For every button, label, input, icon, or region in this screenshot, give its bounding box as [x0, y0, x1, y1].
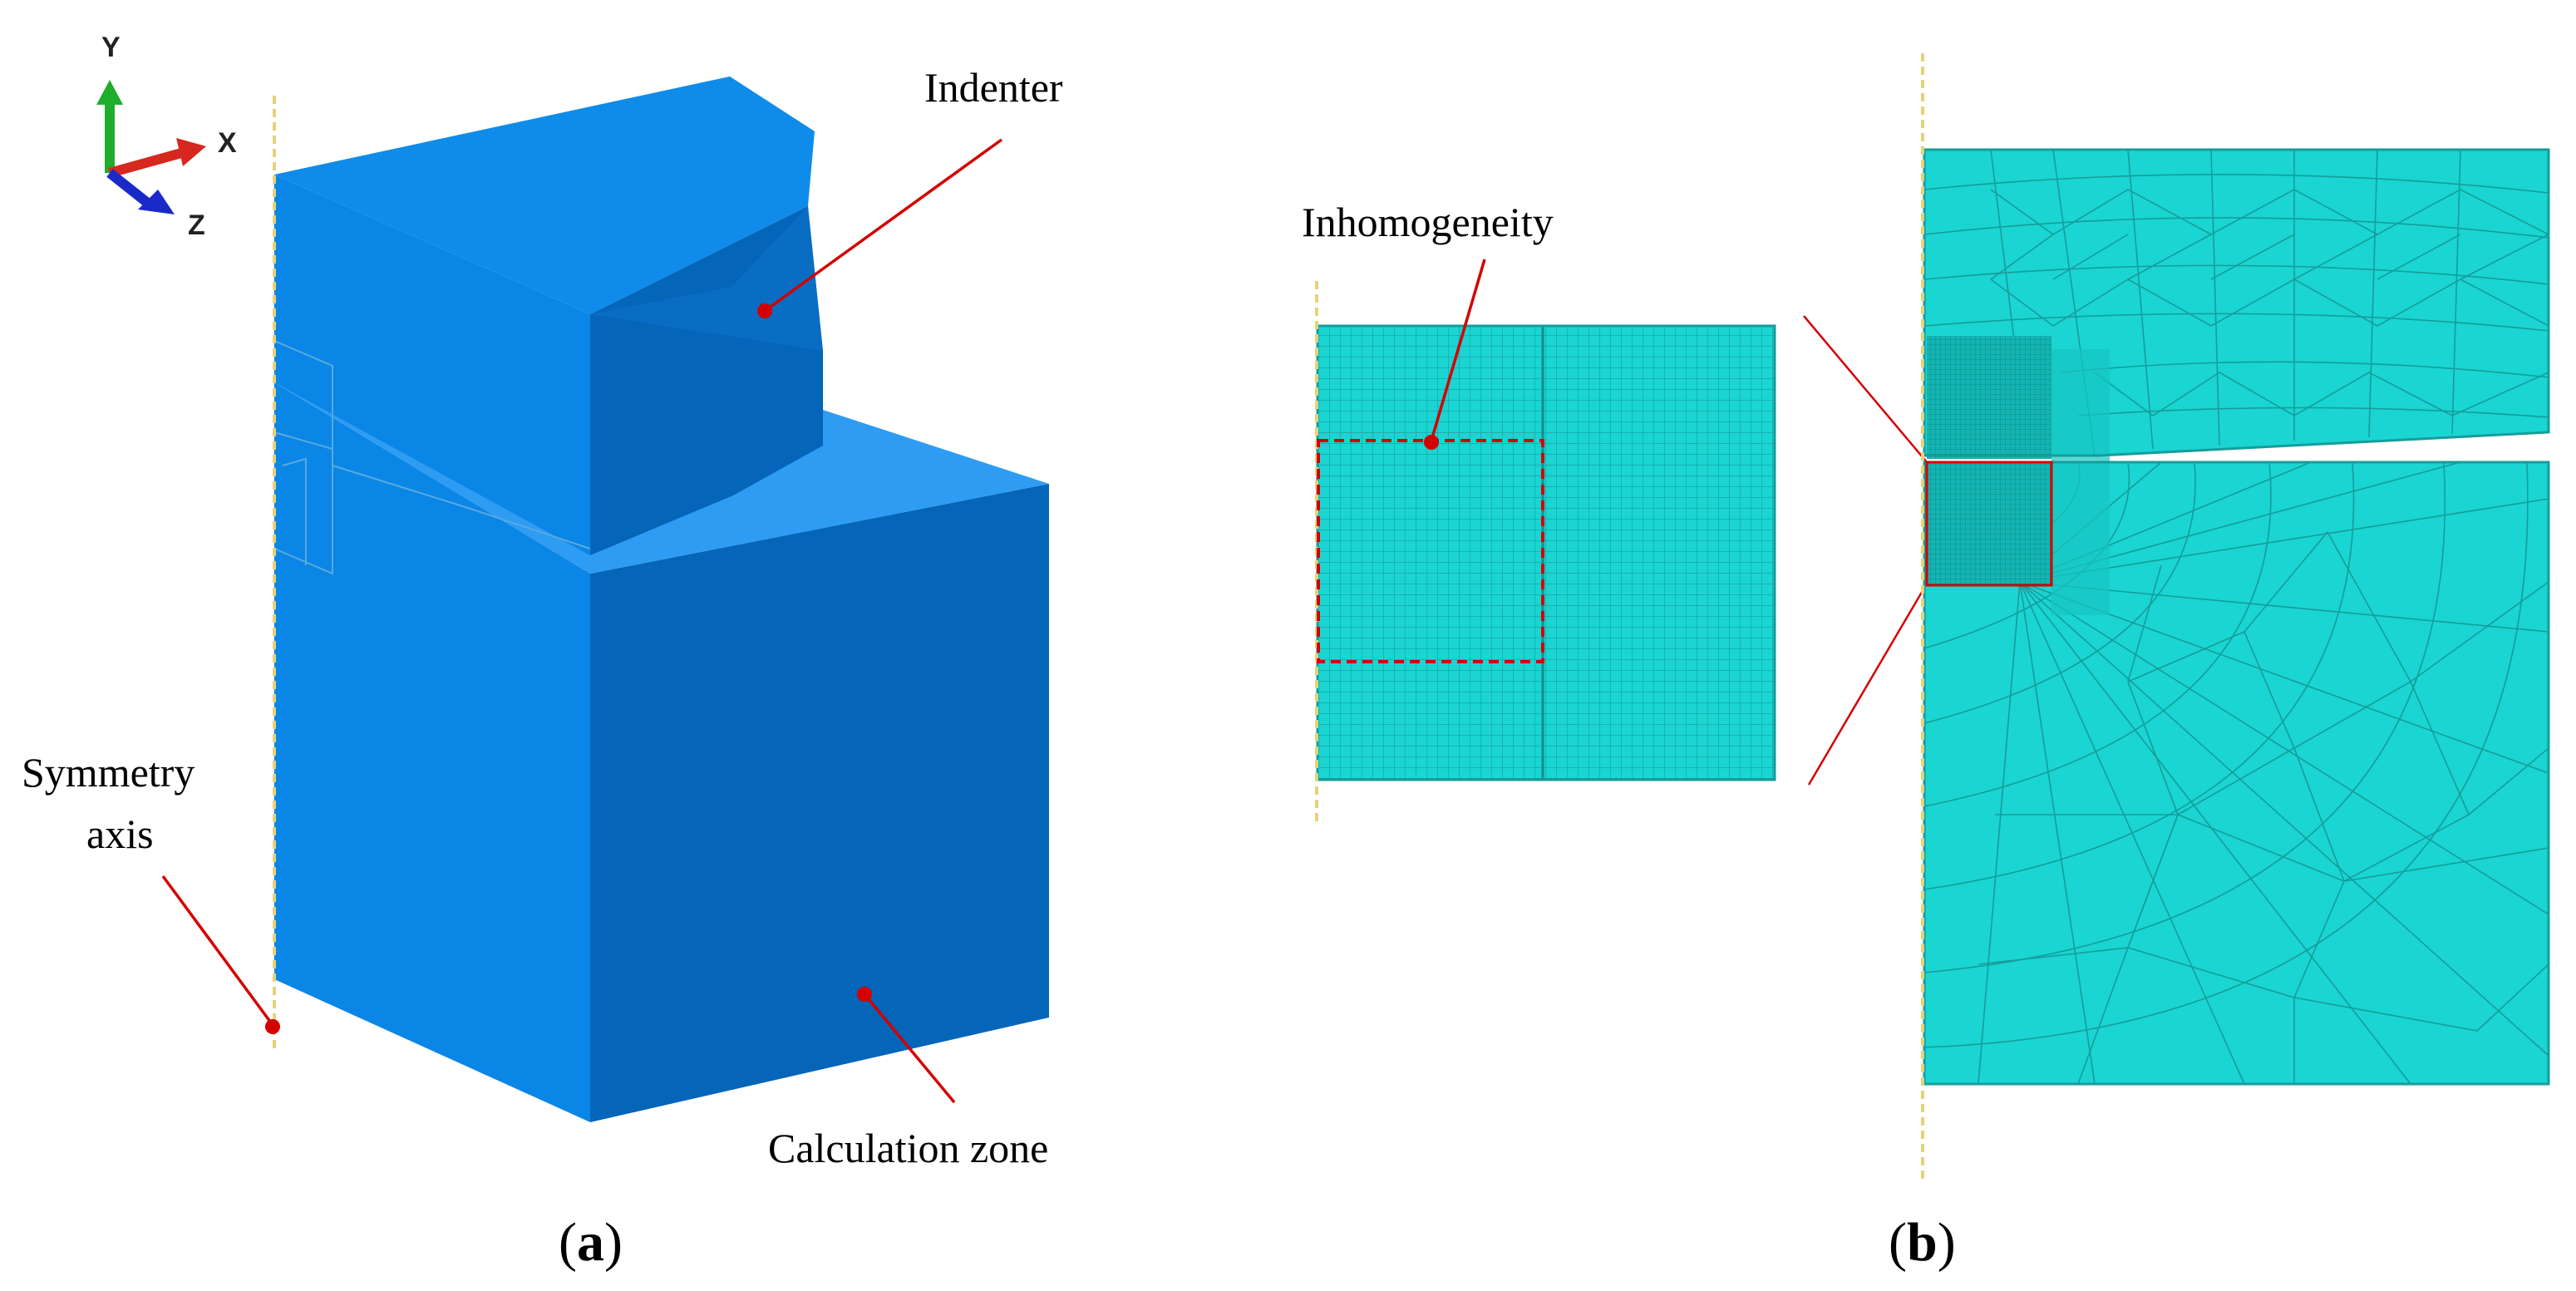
triad-y-label: Y — [101, 32, 121, 63]
section-outline — [273, 340, 591, 575]
symmetry-axis-annotation: Symmetry axis — [22, 749, 280, 1034]
indenter-marker-dot — [757, 303, 772, 318]
panel-a: Y X Z Indenter — [22, 32, 1063, 1273]
indenter-block — [274, 76, 823, 555]
panel-a-caption: (a) — [559, 1212, 623, 1273]
calc-zone-marker-dot — [857, 987, 872, 1002]
inhomogeneity-label: Inhomogeneity — [1302, 199, 1554, 245]
calc-zone-annotation: Calculation zone — [768, 987, 1048, 1171]
inhomogeneity-annotation: Inhomogeneity — [1302, 199, 1554, 450]
zoom-connector-top — [1803, 315, 1928, 463]
contact-transition-zone — [2051, 349, 2110, 615]
zoomed-mesh-square — [1316, 324, 1776, 781]
calc-zone-front-face — [274, 382, 590, 1122]
zoom-connector-bottom — [1807, 583, 1928, 786]
inhomogeneity-marker-dot — [1424, 435, 1439, 450]
panel-b-caption: (b) — [1889, 1212, 1956, 1273]
symmetry-marker-dot — [265, 1019, 280, 1034]
indenter-top-face — [274, 76, 815, 314]
calc-zone-side-face — [590, 484, 1049, 1122]
indenter-label: Indenter — [924, 64, 1063, 111]
triad-x-label: X — [218, 127, 237, 159]
triad-z-label: Z — [188, 209, 205, 241]
indenter-front-face — [274, 175, 590, 555]
calc-zone-label: Calculation zone — [768, 1125, 1048, 1171]
full-mesh-model — [1923, 148, 2550, 1086]
symmetry-label-line1: Symmetry — [22, 749, 195, 796]
panel-b: Inhomogeneity — [1302, 53, 2550, 1273]
zoom-region-box — [1925, 461, 2053, 587]
symmetry-label-line2: axis — [86, 811, 154, 857]
coordinate-triad-icon: Y X Z — [96, 32, 237, 241]
indenter-annotation: Indenter — [757, 64, 1063, 318]
